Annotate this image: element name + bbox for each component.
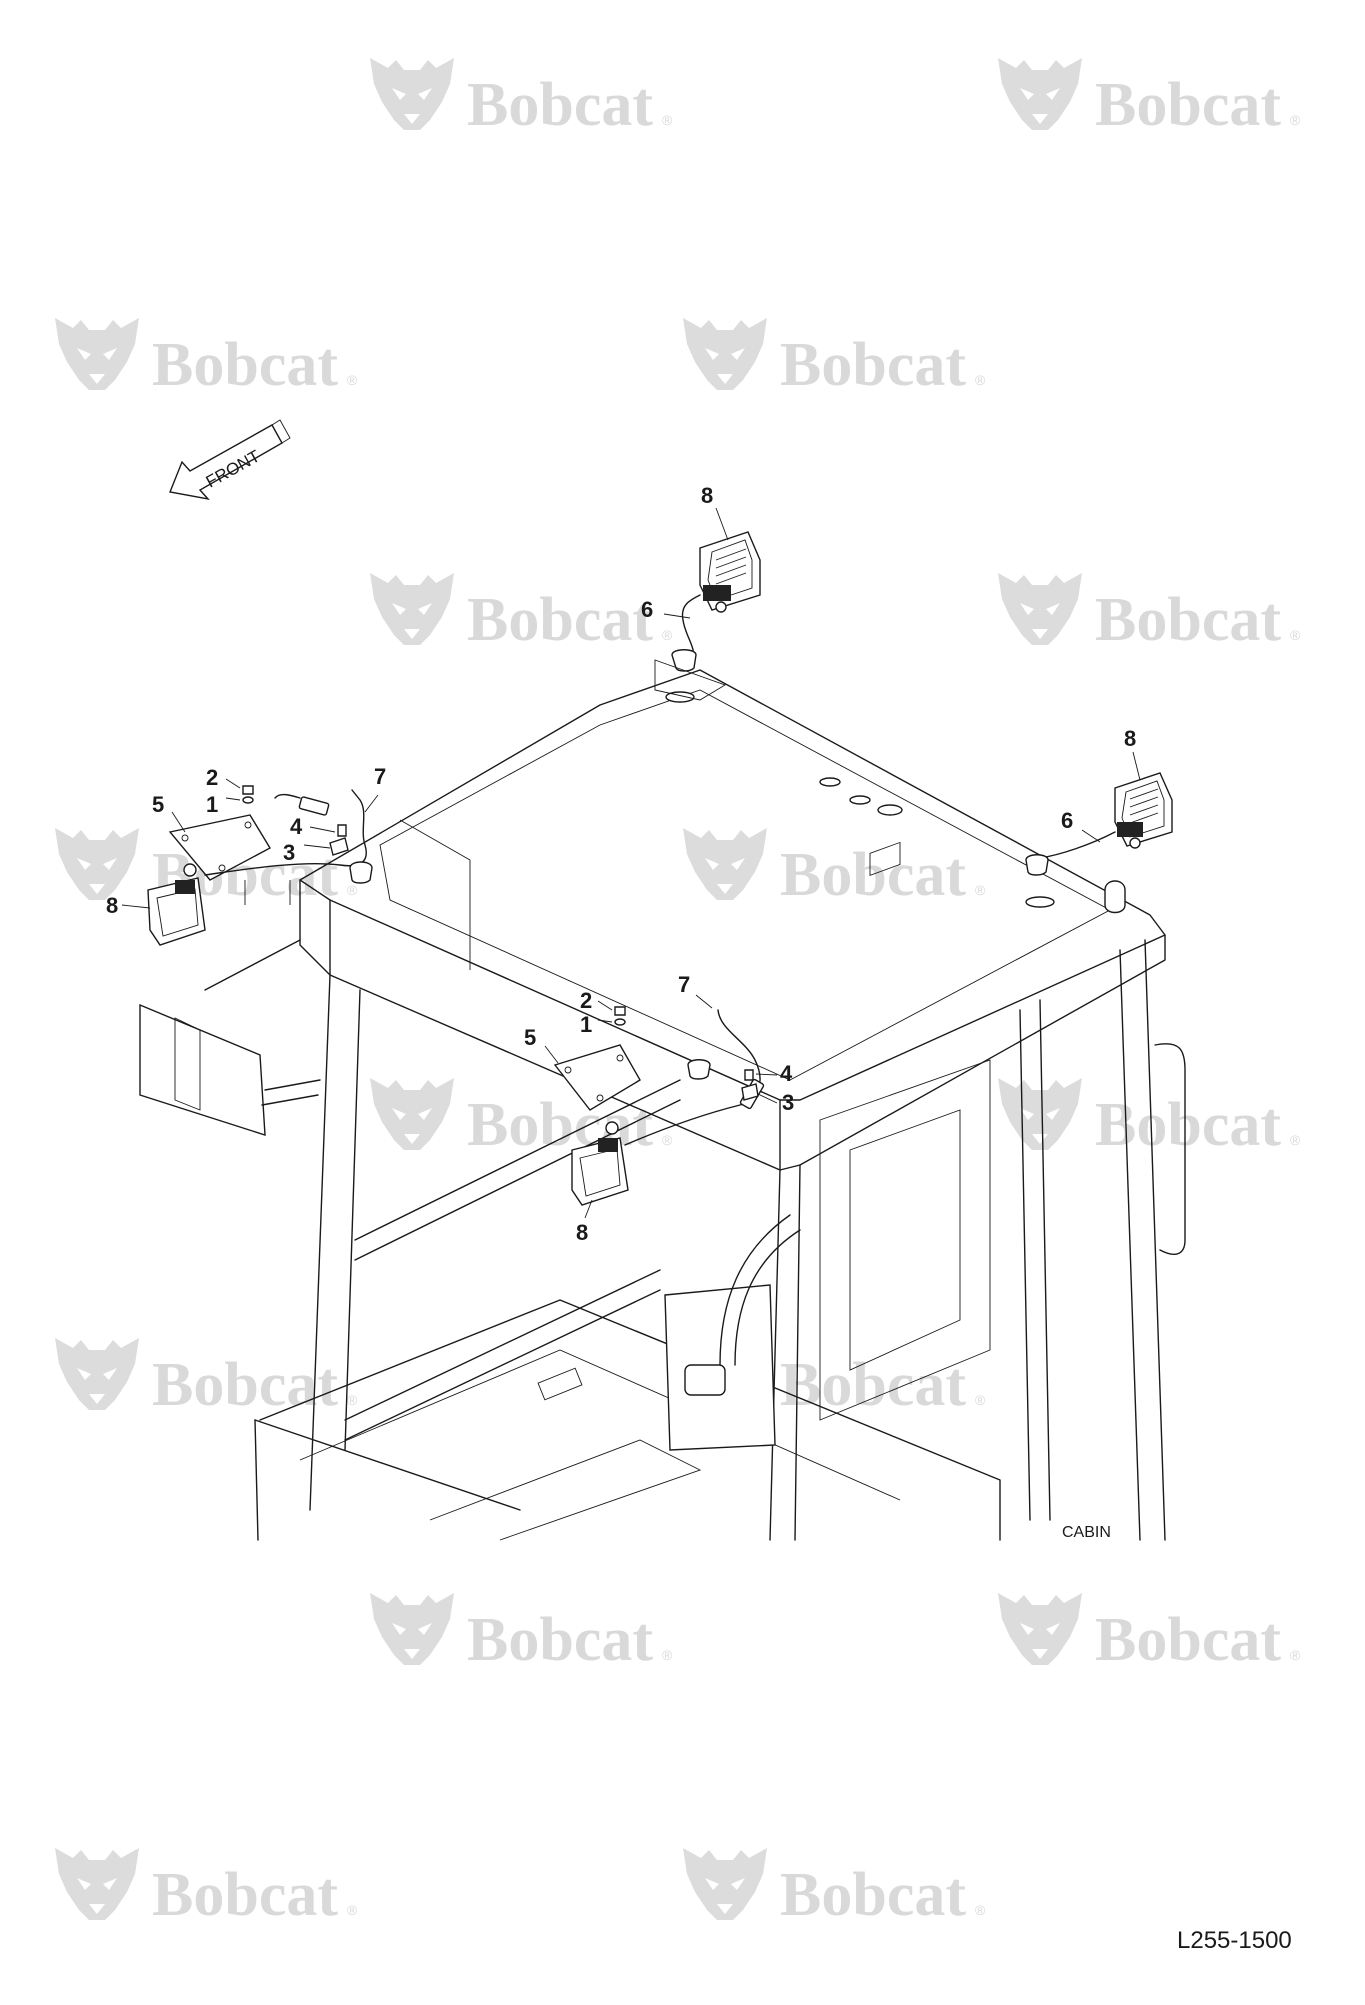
callout-5: 5 [524, 1025, 536, 1050]
callout-6: 6 [641, 597, 653, 622]
screw-icon [744, 1069, 754, 1081]
watermark-text: Bobcat [780, 1351, 966, 1419]
watermark-text: Bobcat [467, 586, 653, 654]
callout-8: 8 [701, 483, 713, 508]
washer-icon [614, 1018, 626, 1026]
watermark-text: Bobcat [1095, 586, 1281, 654]
callout-1: 1 [206, 792, 218, 817]
watermark-text: Bobcat [780, 841, 966, 909]
washer-icon [242, 796, 254, 804]
callout-numbers: 8 6 8 6 2 1 5 7 4 3 8 2 1 5 7 4 3 8 [106, 483, 1136, 1245]
roof-mount-plate [1025, 896, 1055, 908]
clip-icon [329, 837, 349, 856]
watermark-text: Bobcat [1095, 1091, 1281, 1159]
bolt-icon [614, 1006, 626, 1016]
watermark-registered-mark: ® [347, 882, 358, 898]
assembly-label: CABIN [1062, 1524, 1111, 1541]
mounting-bracket [553, 1044, 641, 1111]
watermark-registered-mark: ® [975, 882, 986, 898]
callout-8: 8 [1124, 726, 1136, 751]
leader-lines [121, 507, 1141, 1219]
callout-6: 6 [1061, 808, 1073, 833]
watermark-text: Bobcat [1095, 71, 1281, 139]
callout-3: 3 [782, 1090, 794, 1115]
watermark-text: Bobcat [467, 1091, 653, 1159]
drawing-number: L255-1500 [1177, 1927, 1292, 1954]
right-front-work-light-assembly [553, 1006, 765, 1206]
callout-8: 8 [106, 893, 118, 918]
callout-1: 1 [580, 1012, 592, 1037]
watermark-registered-mark: ® [347, 372, 358, 388]
callout-4: 4 [290, 814, 303, 839]
watermark-text: Bobcat [152, 331, 338, 399]
callout-2: 2 [206, 765, 218, 790]
watermark-registered-mark: ® [975, 1902, 986, 1918]
work-light-icon [147, 863, 206, 946]
watermark-text: Bobcat [780, 1861, 966, 1929]
clip-icon [741, 1083, 759, 1101]
work-light-icon [571, 1121, 629, 1206]
work-light-icon [1114, 772, 1173, 849]
watermark-registered-mark: ® [662, 1647, 673, 1663]
callout-8: 8 [576, 1220, 588, 1245]
watermark-registered-mark: ® [662, 1132, 673, 1148]
rear-work-light-assembly [654, 531, 761, 701]
watermark-registered-mark: ® [347, 1392, 358, 1408]
roof-mount-plate [665, 691, 695, 703]
watermark-registered-mark: ® [662, 112, 673, 128]
watermark-registered-mark: ® [1290, 112, 1301, 128]
mounting-bracket [168, 814, 271, 881]
watermark-text: Bobcat [467, 71, 653, 139]
screw-icon [337, 824, 347, 837]
callout-7: 7 [374, 764, 386, 789]
callout-3: 3 [283, 840, 295, 865]
bolt-icon [242, 785, 254, 795]
watermark-registered-mark: ® [347, 1902, 358, 1918]
work-light-icon [699, 531, 761, 613]
watermark-registered-mark: ® [662, 627, 673, 643]
left-mirror [139, 939, 321, 1136]
watermark-registered-mark: ® [1290, 627, 1301, 643]
watermark-text: Bobcat [780, 331, 966, 399]
watermark-registered-mark: ® [1290, 1132, 1301, 1148]
watermark-registered-mark: ® [975, 372, 986, 388]
watermark-text: Bobcat [467, 1606, 653, 1674]
callout-4: 4 [780, 1061, 793, 1086]
callout-2: 2 [580, 988, 592, 1013]
watermark-text: Bobcat [152, 1861, 338, 1929]
watermark-text: Bobcat [152, 1351, 338, 1419]
watermark-registered-mark: ® [1290, 1647, 1301, 1663]
watermark-registered-mark: ® [975, 1392, 986, 1408]
cabin-frame [139, 669, 1186, 1541]
front-direction-arrow: FRONT [169, 419, 291, 501]
left-front-work-light-assembly [147, 785, 373, 946]
callout-5: 5 [152, 792, 164, 817]
watermark-text: Bobcat [1095, 1606, 1281, 1674]
right-work-light-assembly [1025, 772, 1173, 876]
callout-7: 7 [678, 972, 690, 997]
center-mirror [664, 1214, 801, 1451]
